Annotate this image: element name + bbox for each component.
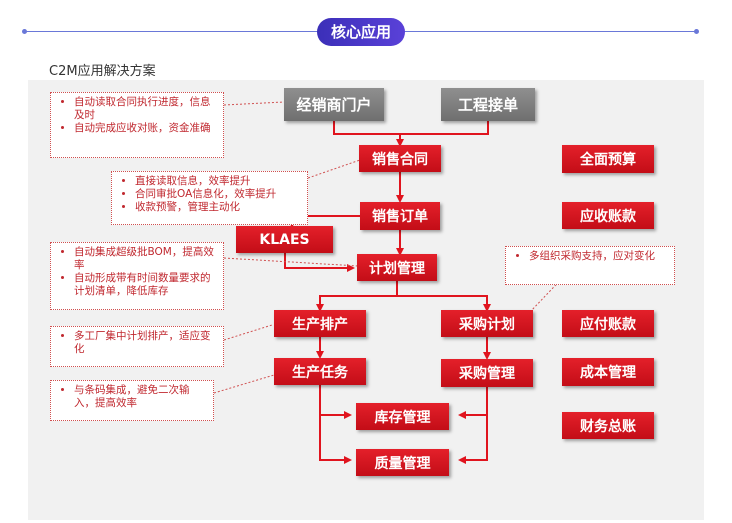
node-plan-management: 计划管理 [357,254,437,281]
header-dot-right [694,29,699,34]
node-purchase-plan: 采购计划 [441,310,533,337]
note-portal: 自动读取合同执行进度，信息及时 自动完成应收对账，资金准确 [50,92,224,158]
node-general-ledger: 财务总账 [562,412,654,439]
note-task: 与条码集成，避免二次输入，提高效率 [50,380,214,421]
header-dot-left [22,29,27,34]
node-production-scheduling: 生产排产 [274,310,366,337]
header-line-right [404,31,696,32]
node-quality-management: 质量管理 [356,449,449,476]
node-dealer-portal: 经销商门户 [284,88,384,121]
note-item: 合同审批OA信息化，效率提升 [135,188,301,201]
node-purchase-management: 采购管理 [441,359,533,387]
note-item: 自动完成应收对账，资金准确 [74,122,217,135]
note-item: 自动形成带有时间数量要求的计划清单，降低库存 [74,272,217,298]
node-sales-order: 销售订单 [360,202,440,230]
node-inventory-management: 库存管理 [356,403,449,430]
note-item: 收款预警，管理主动化 [135,201,301,214]
header-line-left [24,31,319,32]
node-klaes: KLAES [236,226,333,253]
note-item: 多组织采购支持，应对变化 [529,250,668,263]
note-item: 自动集成超级批BOM，提高效率 [74,246,217,272]
section-title: 核心应用 [317,18,405,46]
node-accounts-payable: 应付账款 [562,310,654,337]
node-production-task: 生产任务 [274,358,366,385]
node-project-order: 工程接单 [441,88,535,121]
node-full-budget: 全面预算 [562,145,654,173]
note-scheduling: 多工厂集中计划排产，适应变化 [50,326,224,367]
node-cost-management: 成本管理 [562,358,654,386]
note-item: 直接读取信息，效率提升 [135,175,301,188]
note-plan: 自动集成超级批BOM，提高效率 自动形成带有时间数量要求的计划清单，降低库存 [50,242,224,310]
node-accounts-receivable: 应收账款 [562,202,654,229]
note-contract: 直接读取信息，效率提升 合同审批OA信息化，效率提升 收款预警，管理主动化 [111,171,308,225]
node-sales-contract: 销售合同 [359,145,441,172]
note-item: 多工厂集中计划排产，适应变化 [74,330,217,356]
diagram-subtitle: C2M应用解决方案 [49,64,156,79]
note-purchase: 多组织采购支持，应对变化 [505,246,675,285]
note-item: 与条码集成，避免二次输入，提高效率 [74,384,207,410]
note-item: 自动读取合同执行进度，信息及时 [74,96,217,122]
